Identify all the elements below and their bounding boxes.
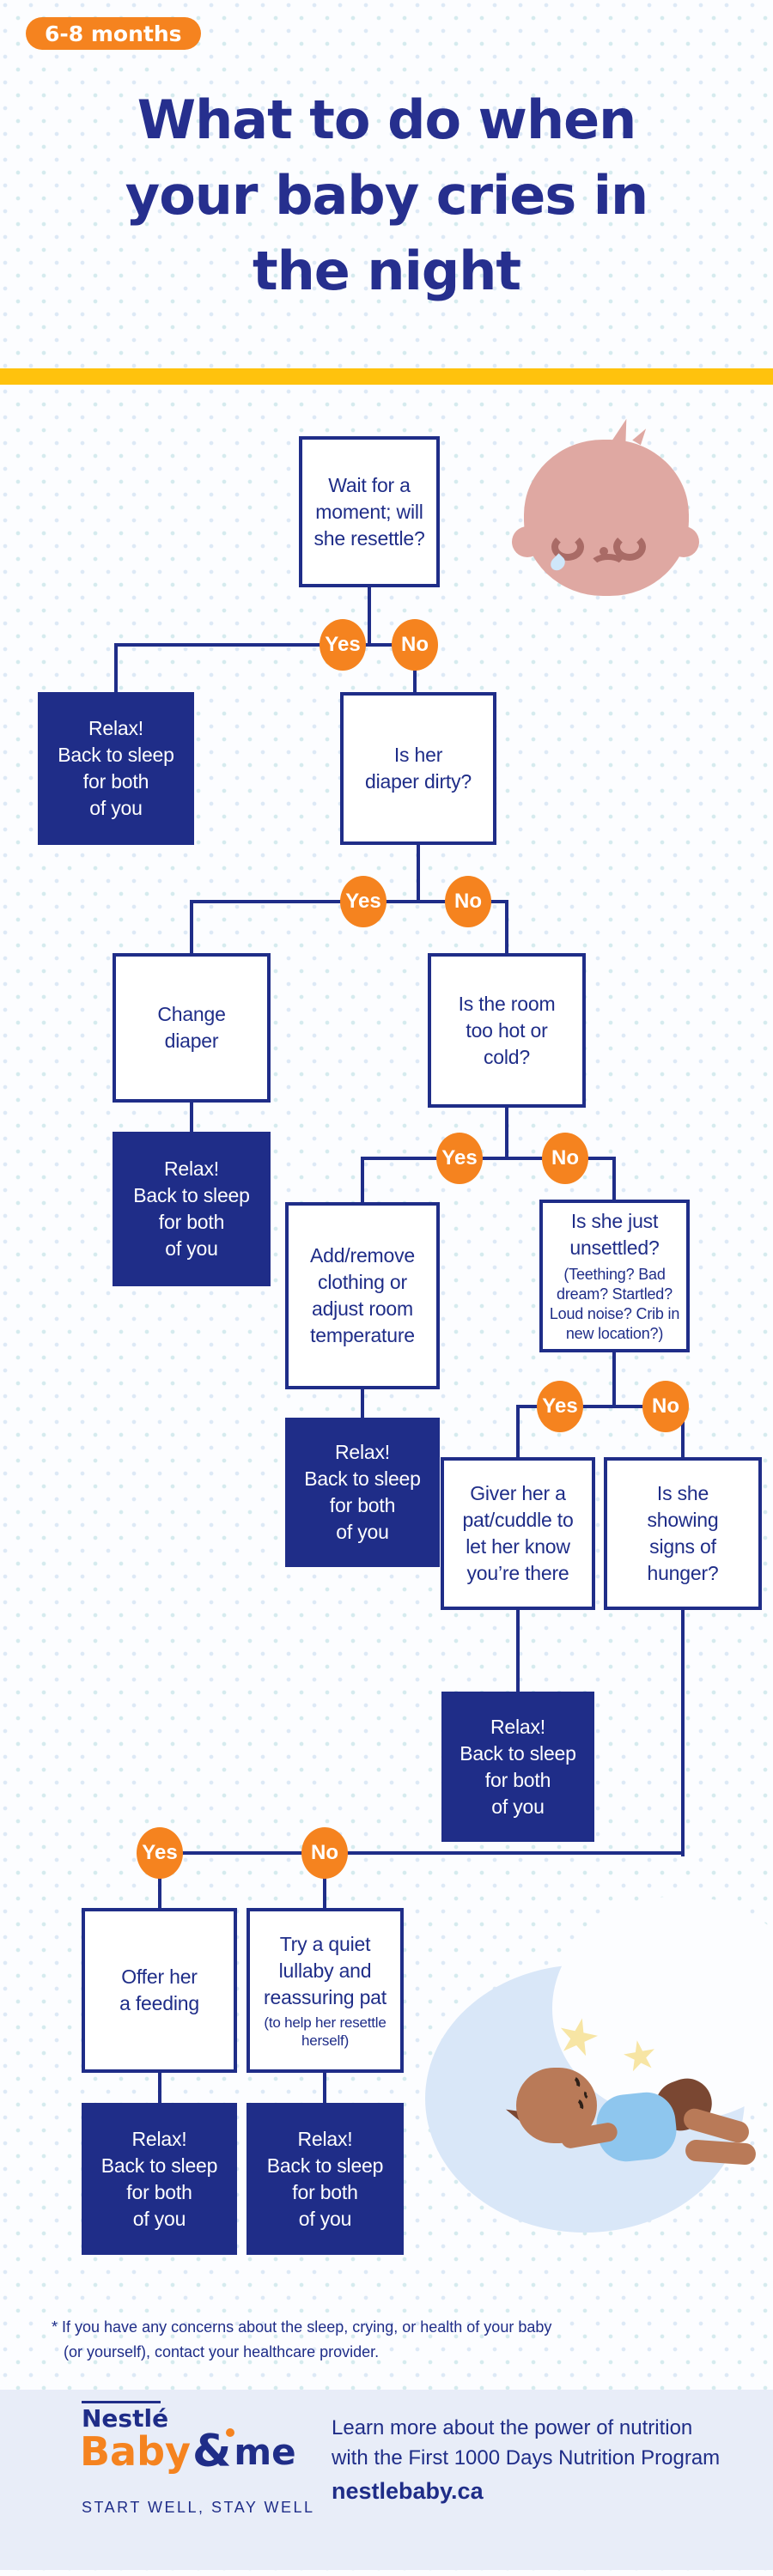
yes-badge-2: Yes xyxy=(340,876,386,927)
connector xyxy=(323,2071,326,2103)
node-relax-3: Relax! Back to sleep for both of you xyxy=(285,1418,440,1567)
age-badge: 6-8 months xyxy=(26,17,201,50)
node-question-diaper: Is her diaper dirty? xyxy=(340,692,496,845)
yellow-divider xyxy=(0,368,773,385)
connector xyxy=(158,1851,685,1855)
node-action-feeding: Offer her a feeding xyxy=(82,1908,237,2073)
logo-orange-dot xyxy=(226,2428,235,2437)
connector xyxy=(681,1608,685,1856)
connector xyxy=(361,1388,364,1418)
baby-frown-mouth xyxy=(588,554,628,580)
no-badge-5: No xyxy=(301,1827,348,1879)
connector xyxy=(361,1157,616,1160)
connector xyxy=(681,1406,685,1457)
closed-eye-left-icon xyxy=(551,533,584,561)
connector xyxy=(158,2071,161,2103)
node-question-hunger: Is she showing signs of hunger? xyxy=(604,1457,762,1610)
question-unsettled-text: Is she just unsettled? xyxy=(569,1210,660,1259)
yes-badge-4: Yes xyxy=(537,1381,583,1432)
node-action-change-diaper: Change diaper xyxy=(113,953,271,1103)
node-action-lullaby: Try a quiet lullaby and reassuring pat (… xyxy=(247,1908,404,2073)
action-lullaby-text: Try a quiet lullaby and reassuring pat xyxy=(264,1933,386,2008)
question-unsettled-note: (Teething? Bad dream? Startled? Loud noi… xyxy=(549,1266,680,1342)
connector xyxy=(361,1158,364,1202)
footer: Nestlé Baby & me START WELL, STAY WELL L… xyxy=(0,2390,773,2570)
node-question-room-temp: Is the room too hot or cold? xyxy=(428,953,586,1108)
logo-baby-text: Baby xyxy=(80,2428,192,2475)
node-relax-1: Relax! Back to sleep for both of you xyxy=(38,692,194,845)
connector xyxy=(158,1853,161,1908)
yes-badge-5: Yes xyxy=(137,1827,183,1879)
connector xyxy=(190,902,193,953)
no-badge-3: No xyxy=(542,1133,588,1184)
no-badge-1: No xyxy=(392,619,438,671)
connector xyxy=(612,1158,616,1200)
yes-badge-1: Yes xyxy=(320,619,366,671)
connector xyxy=(114,645,118,692)
node-relax-2: Relax! Back to sleep for both of you xyxy=(113,1132,271,1286)
no-badge-2: No xyxy=(445,876,491,927)
nestle-logo: Nestlé xyxy=(82,2404,169,2433)
crying-baby-face-illustration xyxy=(512,416,699,607)
connector xyxy=(612,1351,616,1408)
node-relax-4: Relax! Back to sleep for both of you xyxy=(441,1692,594,1842)
footnote-line-2: (or yourself), contact your healthcare p… xyxy=(64,2343,380,2360)
footer-website-link[interactable]: nestlebaby.ca xyxy=(332,2478,484,2504)
connector xyxy=(190,1101,193,1132)
connector xyxy=(114,643,417,647)
connector xyxy=(516,1406,520,1457)
connector xyxy=(368,587,371,647)
connector xyxy=(417,843,420,903)
connector xyxy=(516,1608,520,1692)
baby-nose xyxy=(600,547,608,556)
action-lullaby-note: (to help her resettle herself) xyxy=(264,2014,386,2049)
footnote-line-1: * If you have any concerns about the sle… xyxy=(52,2318,552,2336)
logo-me-text: me xyxy=(234,2431,296,2473)
sleeping-baby-moon-illustration xyxy=(425,1896,773,2241)
nestle-logo-line xyxy=(82,2401,161,2403)
no-badge-4: No xyxy=(642,1381,689,1432)
logo-ampersand: & xyxy=(192,2428,235,2474)
baby-hair-tuft xyxy=(632,425,649,446)
connector xyxy=(323,1853,326,1908)
connector xyxy=(505,1106,508,1160)
closed-eye-right-icon xyxy=(613,533,646,561)
yes-badge-3: Yes xyxy=(436,1133,483,1184)
connector xyxy=(505,902,508,953)
baby-and-me-logo: Baby & me xyxy=(80,2428,296,2475)
connector xyxy=(516,1405,685,1408)
logo-ampersand-glyph: & xyxy=(192,2426,232,2477)
node-question-resettle: Wait for a moment; will she resettle? xyxy=(299,436,440,587)
footer-message: Learn more about the power of nutrition … xyxy=(332,2416,721,2470)
node-question-unsettled: Is she just unsettled? (Teething? Bad dr… xyxy=(539,1200,690,1352)
brand-tagline: START WELL, STAY WELL xyxy=(82,2499,315,2516)
node-action-pat-cuddle: Giver her a pat/cuddle to let her know y… xyxy=(441,1457,595,1610)
node-relax-5: Relax! Back to sleep for both of you xyxy=(82,2103,237,2255)
node-relax-6: Relax! Back to sleep for both of you xyxy=(247,2103,404,2255)
node-action-adjust-clothing: Add/remove clothing or adjust room tempe… xyxy=(285,1202,440,1389)
page-title: What to do when your baby cries in the n… xyxy=(125,88,648,302)
